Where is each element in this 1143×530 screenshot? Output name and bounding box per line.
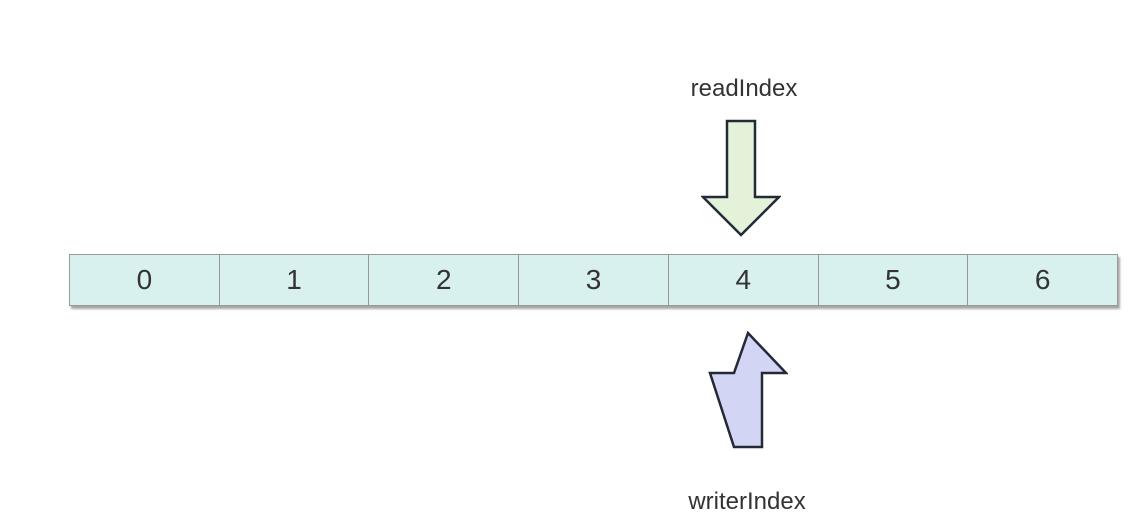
buffer-cell-6: 6 — [968, 255, 1118, 305]
buffer-cell-5: 5 — [818, 255, 969, 305]
buffer-cell-4: 4 — [668, 255, 819, 305]
buffer-cell-3: 3 — [519, 255, 669, 305]
buffer-cell-2: 2 — [369, 255, 520, 305]
buffer-cell-0: 0 — [70, 255, 220, 305]
writer-index-label: writerIndex — [688, 488, 806, 515]
down-arrow-shape — [701, 119, 781, 237]
buffer-array: 0 1 2 3 4 5 6 — [69, 254, 1118, 306]
read-index-label: readIndex — [690, 75, 798, 102]
read-index-arrow-down-icon — [701, 119, 781, 237]
writer-index-arrow-up-icon — [708, 331, 788, 449]
buffer-cell-1: 1 — [219, 255, 370, 305]
up-arrow-shape — [708, 331, 788, 449]
